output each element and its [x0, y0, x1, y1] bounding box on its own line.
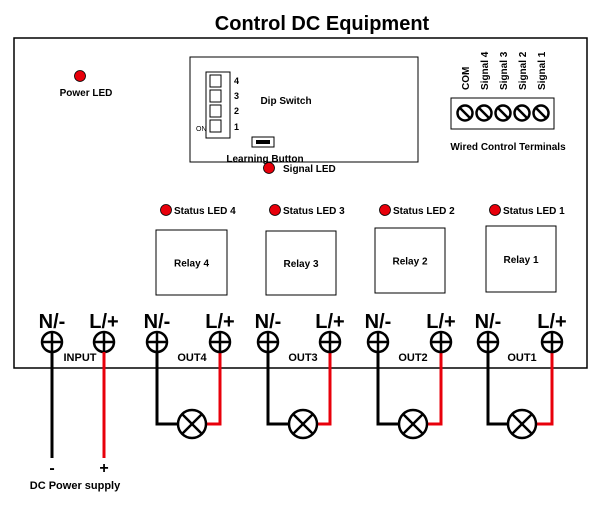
out1-terminal-neg[interactable] [476, 330, 500, 354]
output-terminals: N/- L/+ OUT4 N/- L/+ OUT3 N/- L/+ OUT2 N/- L/+ OUT1 [144, 311, 567, 440]
terminal-screw-5[interactable] [532, 104, 550, 122]
out2-terminal-pos[interactable] [429, 330, 453, 354]
dip-switch-1[interactable] [209, 119, 222, 133]
terminal-screw-3[interactable] [494, 104, 512, 122]
out3-negative-wire [266, 352, 289, 426]
terminal-screw-2[interactable] [475, 104, 493, 122]
out4-label: OUT4 [177, 352, 207, 364]
status-led-2-label: Status LED 2 [393, 206, 455, 217]
terminal-label-signal-2: Signal 2 [518, 51, 529, 90]
supply-pos-label: + [99, 460, 108, 477]
lamp-4-icon [176, 408, 208, 440]
out2-terminal-neg[interactable] [366, 330, 390, 354]
relay-3 [265, 230, 337, 296]
out4-neg-label: N/- [144, 311, 171, 333]
out3-pos-label: L/+ [315, 311, 344, 333]
dip-switch-3[interactable] [209, 89, 222, 103]
signal-led-label: Signal LED [283, 164, 336, 175]
wired-terminal-labels: COM Signal 4 Signal 3 Signal 2 Signal 1 [461, 51, 548, 90]
out2-label: OUT2 [398, 352, 427, 364]
out3-terminal-pos[interactable] [318, 330, 342, 354]
dip-number-2: 2 [234, 106, 239, 116]
terminal-label-com: COM [461, 67, 472, 90]
input-terminal-pos[interactable] [92, 330, 116, 354]
lamp-3-icon [287, 408, 319, 440]
input-terminal-neg[interactable] [40, 330, 64, 354]
out2-positive-wire [427, 352, 443, 426]
out2-neg-label: N/- [365, 311, 392, 333]
lamp-2-icon [397, 408, 429, 440]
out3-terminal-neg[interactable] [256, 330, 280, 354]
input-pos-label: L/+ [89, 311, 118, 333]
status-led-3-label: Status LED 3 [283, 206, 345, 217]
dip-switch-4[interactable] [209, 74, 222, 88]
learning-button[interactable] [251, 136, 275, 148]
relay-4-label: Relay 4 [174, 259, 209, 270]
relay-channels: Status LED 4 Relay 4 Status LED 3 Relay 3 St… [155, 204, 565, 296]
out2-negative-wire [376, 352, 399, 426]
dip-switch-label: Dip Switch [260, 96, 311, 107]
relay-2 [374, 227, 446, 294]
out2-pos-label: L/+ [426, 311, 455, 333]
out1-positive-wire [536, 352, 554, 426]
out3-neg-label: N/- [255, 311, 282, 333]
out4-negative-wire [155, 352, 178, 426]
input-neg-label: N/- [39, 311, 66, 333]
out4-terminal-neg[interactable] [145, 330, 169, 354]
terminal-label-signal-3: Signal 3 [499, 51, 510, 90]
status-led-3 [269, 204, 281, 216]
status-led-2 [379, 204, 391, 216]
relay-1 [485, 225, 557, 293]
status-led-4 [160, 204, 172, 216]
wired-terminal-screws [456, 104, 550, 122]
power-led-label: Power LED [60, 88, 113, 99]
terminal-screw-4[interactable] [513, 104, 531, 122]
input-label: INPUT [64, 352, 97, 364]
supply-neg-label: - [49, 460, 54, 477]
out1-neg-label: N/- [475, 311, 502, 333]
terminal-screw-1[interactable] [456, 104, 474, 122]
dip-switch-2[interactable] [209, 104, 222, 118]
dip-number-1: 1 [234, 122, 239, 132]
supply-label: DC Power supply [30, 480, 121, 492]
status-led-4-label: Status LED 4 [174, 206, 236, 217]
out1-pos-label: L/+ [537, 311, 566, 333]
learning-button-label: Learning Button [226, 154, 303, 165]
dip-number-3: 3 [234, 91, 239, 101]
lamp-1-icon [506, 408, 538, 440]
out4-terminal-pos[interactable] [208, 330, 232, 354]
terminal-label-signal-4: Signal 4 [480, 51, 491, 90]
relay-4 [155, 229, 228, 296]
signal-led [263, 162, 275, 174]
out1-terminal-pos[interactable] [540, 330, 564, 354]
relay-2-label: Relay 2 [392, 257, 427, 268]
out3-positive-wire [317, 352, 332, 426]
diagram-title: Control DC Equipment [215, 13, 430, 35]
out4-pos-label: L/+ [205, 311, 234, 333]
dip-number-4: 4 [234, 76, 239, 86]
relay-1-label: Relay 1 [503, 255, 538, 266]
terminal-label-signal-1: Signal 1 [537, 51, 548, 90]
dip-switch[interactable] [205, 71, 231, 139]
wired-terminals-label: Wired Control Terminals [450, 142, 566, 153]
out4-positive-wire [206, 352, 222, 426]
out3-label: OUT3 [288, 352, 317, 364]
out1-negative-wire [486, 352, 508, 426]
dip-on-label: ON [196, 126, 207, 133]
out1-label: OUT1 [507, 352, 536, 364]
status-led-1-label: Status LED 1 [503, 206, 565, 217]
power-led [74, 70, 86, 82]
relay-3-label: Relay 3 [283, 259, 318, 270]
status-led-1 [489, 204, 501, 216]
